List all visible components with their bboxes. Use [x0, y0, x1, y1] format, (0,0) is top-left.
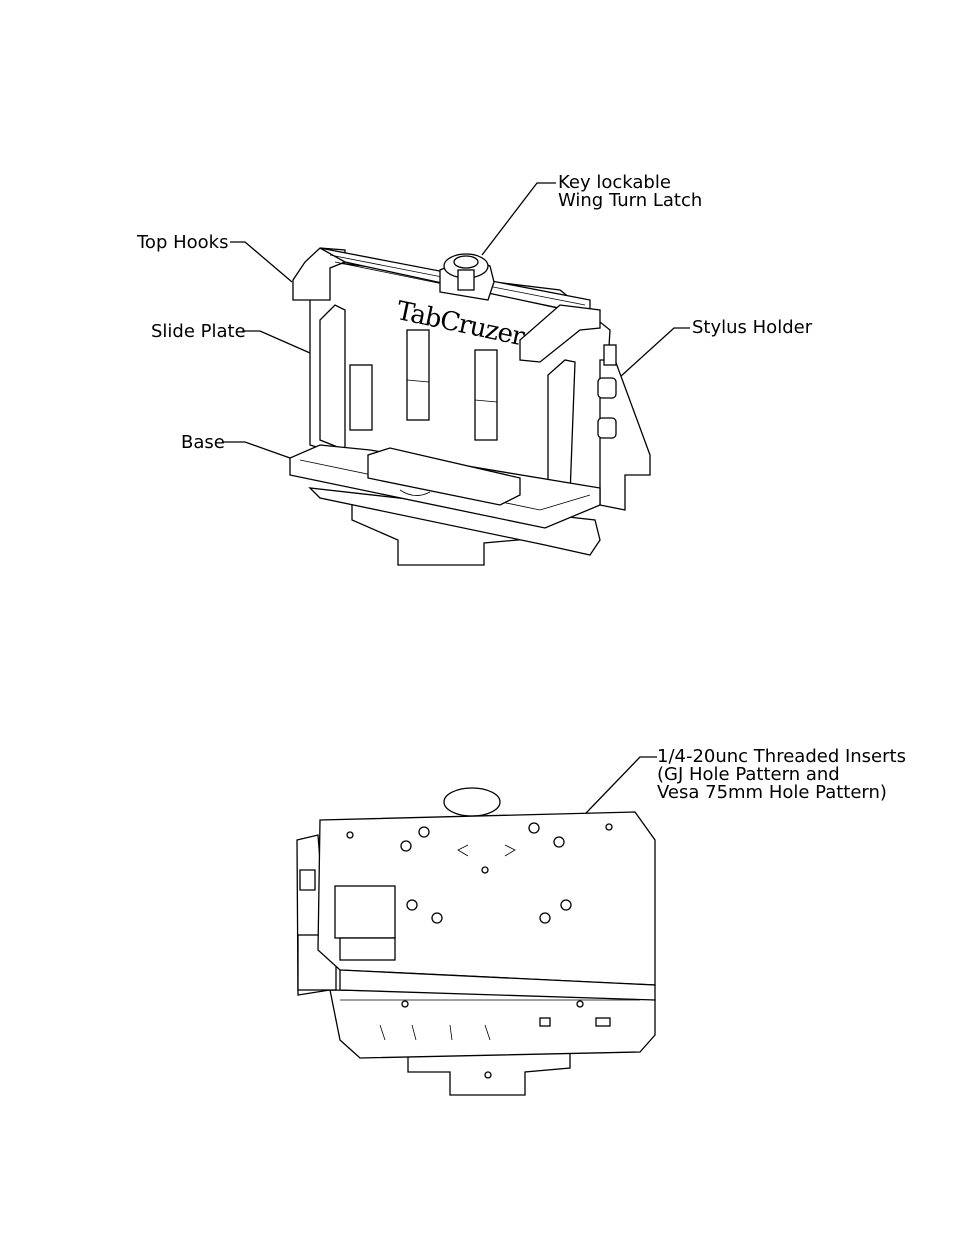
- label-inserts-line2: (GJ Hole Pattern and: [657, 764, 840, 785]
- threaded-inserts: [346, 822, 613, 1008]
- label-slide-plate: Slide Plate: [151, 321, 246, 342]
- label-inserts-line3: Vesa 75mm Hole Pattern): [657, 782, 887, 803]
- leader-line-inserts: [561, 756, 657, 839]
- label-key-latch-line2: Wing Turn Latch: [558, 190, 703, 211]
- label-top-hooks: Top Hooks: [137, 232, 229, 253]
- leader-lines-top: [222, 182, 690, 459]
- label-stylus-holder: Stylus Holder: [692, 317, 813, 338]
- label-base: Base: [181, 432, 225, 453]
- label-key-latch-line1: Key lockable: [558, 172, 671, 193]
- label-inserts-line1: 1/4-20unc Threaded Inserts: [657, 746, 906, 767]
- label-key-latch: Key lockable Wing Turn Latch: [558, 174, 702, 210]
- label-threaded-inserts: 1/4-20unc Threaded Inserts (GJ Hole Patt…: [657, 748, 906, 802]
